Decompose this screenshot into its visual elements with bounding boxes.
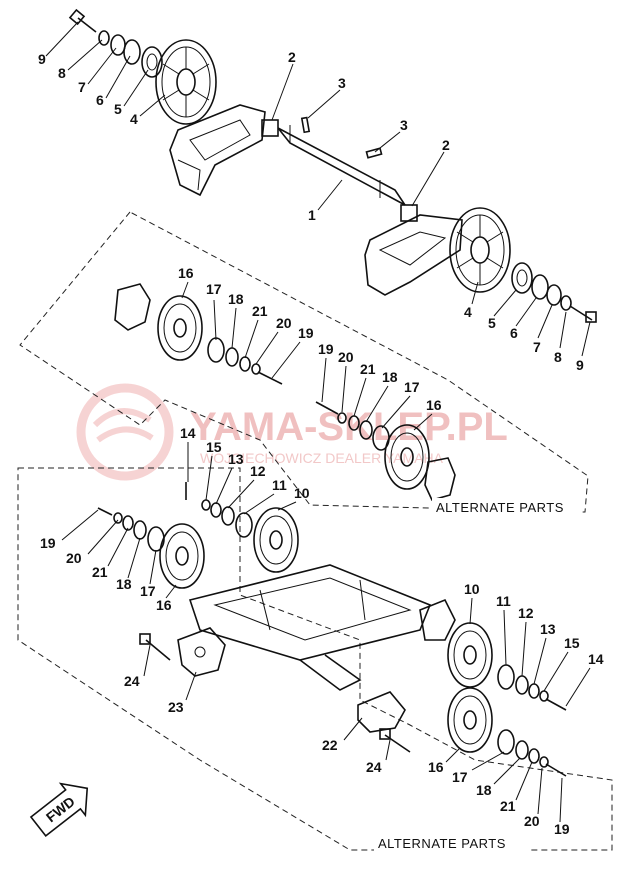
alternate-parts-label-bg-upper xyxy=(432,498,582,516)
callout-11-a: 11 xyxy=(272,477,287,493)
callout-6-right: 6 xyxy=(510,325,518,341)
callout-4-right: 4 xyxy=(464,304,472,320)
wheel-16-lower-left xyxy=(159,523,205,589)
callout-16-d: 16 xyxy=(428,759,444,775)
alternate-parts-label-lower: ALTERNATE PARTS xyxy=(378,836,506,851)
callout-18-c: 18 xyxy=(116,576,132,592)
lower-left-parts xyxy=(97,482,299,589)
idler-wheel-upper-left xyxy=(155,39,217,125)
watermark: YAMA-SKLEP.PL WOJCIECHOWICZ DEALER YAMAH… xyxy=(76,383,508,481)
callout-14-b: 14 xyxy=(588,651,604,667)
callout-19-b: 19 xyxy=(318,341,334,357)
callout-22: 22 xyxy=(322,737,338,753)
wheel-10-lower xyxy=(447,622,493,688)
alternate-parts-label-bg-lower xyxy=(374,834,530,852)
callout-21-a: 21 xyxy=(252,303,268,319)
callout-16-a: 16 xyxy=(178,265,194,281)
callout-19-d: 19 xyxy=(554,821,570,837)
callout-12-b: 12 xyxy=(518,605,534,621)
upper-right-assembly xyxy=(364,204,597,323)
lower-right-parts xyxy=(357,598,567,777)
callout-24-b: 24 xyxy=(366,759,382,775)
callout-8-right: 8 xyxy=(554,349,562,365)
callout-17-a: 17 xyxy=(206,281,222,297)
callout-3-top: 3 xyxy=(338,75,346,91)
callout-24-a: 24 xyxy=(124,673,140,689)
callout-20-b: 20 xyxy=(338,349,354,365)
alt-wheel-16-right xyxy=(384,424,430,490)
callout-14-a: 14 xyxy=(180,425,196,441)
upper-left-assembly xyxy=(68,8,279,197)
callout-17-b: 17 xyxy=(404,379,420,395)
callout-20-c: 20 xyxy=(66,550,82,566)
idler-wheel-upper-right xyxy=(449,207,511,293)
callout-2-mid: 2 xyxy=(442,137,450,153)
fwd-label: FWD xyxy=(43,793,78,825)
callout-6: 6 xyxy=(96,92,104,108)
callouts: 9 8 7 6 5 4 2 3 3 2 1 4 5 6 7 8 9 16 xyxy=(38,21,604,837)
callout-21-b: 21 xyxy=(360,361,376,377)
callout-17-c: 17 xyxy=(140,583,156,599)
bracket-23-assembly xyxy=(139,627,226,677)
callout-19-c: 19 xyxy=(40,535,56,551)
alternate-parts-label-upper: ALTERNATE PARTS xyxy=(436,500,564,515)
callout-21-c: 21 xyxy=(92,564,108,580)
callout-5: 5 xyxy=(114,101,122,117)
callout-16-c: 16 xyxy=(156,597,172,613)
callout-18-a: 18 xyxy=(228,291,244,307)
watermark-brand: YAMA-SKLEP.PL xyxy=(190,405,508,449)
callout-2-top: 2 xyxy=(288,49,296,65)
rail-frame xyxy=(188,564,432,691)
callout-5-right: 5 xyxy=(488,315,496,331)
callout-11-b: 11 xyxy=(496,593,511,609)
alt-wheel-16-left xyxy=(157,295,203,361)
callout-10-b: 10 xyxy=(464,581,480,597)
callout-15-a: 15 xyxy=(206,439,222,455)
alternate-parts-box-lower xyxy=(17,467,613,851)
callout-13-a: 13 xyxy=(228,451,244,467)
watermark-logo-icon xyxy=(76,383,174,481)
callout-4: 4 xyxy=(130,111,138,127)
callout-9: 9 xyxy=(38,51,46,67)
callout-1: 1 xyxy=(308,207,316,223)
watermark-subtitle: WOJCIECHOWICZ DEALER YAMAHA xyxy=(200,450,444,466)
callout-3-mid: 3 xyxy=(400,117,408,133)
fwd-arrow-icon xyxy=(29,782,89,838)
callout-8: 8 xyxy=(58,65,66,81)
callout-12-a: 12 xyxy=(250,463,266,479)
shaft-assembly xyxy=(277,116,406,206)
callout-16-b: 16 xyxy=(426,397,442,413)
callout-20-a: 20 xyxy=(276,315,292,331)
callout-17-d: 17 xyxy=(452,769,468,785)
callout-21-d: 21 xyxy=(500,798,516,814)
wheel-16-lower-right xyxy=(447,687,493,753)
callout-19-a: 19 xyxy=(298,325,314,341)
callout-18-d: 18 xyxy=(476,782,492,798)
callout-9-right: 9 xyxy=(576,357,584,373)
alternate-parts-box-upper xyxy=(19,211,589,513)
callout-23: 23 xyxy=(168,699,184,715)
callout-15-b: 15 xyxy=(564,635,580,651)
callout-7: 7 xyxy=(78,79,86,95)
callout-10-a: 10 xyxy=(294,485,310,501)
callout-18-b: 18 xyxy=(382,369,398,385)
callout-13-b: 13 xyxy=(540,621,556,637)
wheel-10-upper xyxy=(253,507,299,573)
callout-7-right: 7 xyxy=(533,339,541,355)
callout-20-d: 20 xyxy=(524,813,540,829)
